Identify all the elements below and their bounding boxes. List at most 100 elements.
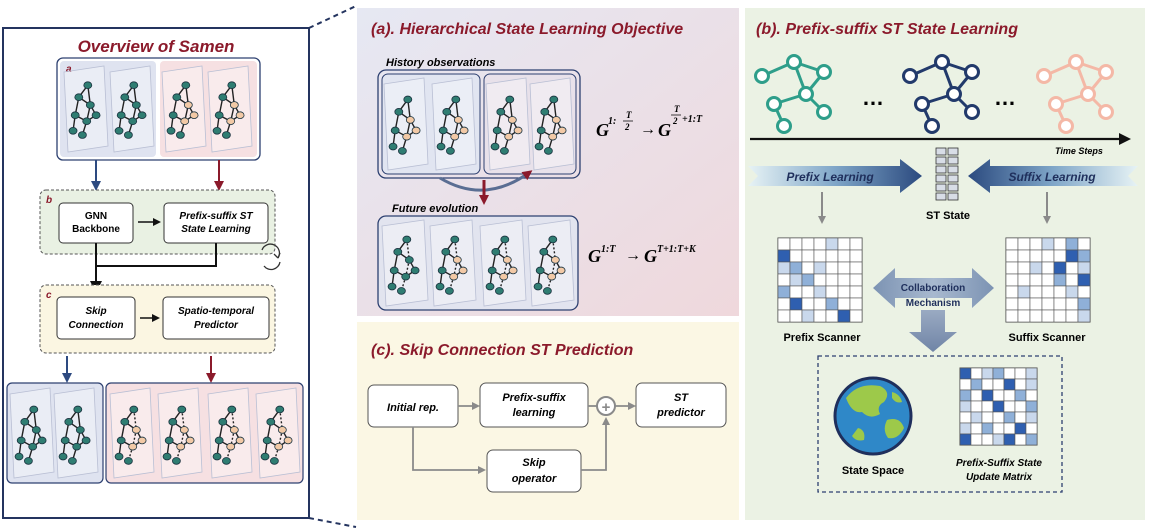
svg-text:T: T — [626, 110, 632, 120]
svg-text:G: G — [596, 120, 609, 140]
graph-frame — [207, 387, 253, 479]
section-a-label: a — [66, 64, 72, 75]
graph-frame — [9, 387, 55, 479]
graph-glyph — [212, 405, 245, 465]
st-predictor-c-line2: predictor — [656, 407, 705, 419]
graph-frame — [485, 77, 531, 171]
update-matrix-icon — [959, 367, 1038, 446]
update-matrix-line1: Prefix-Suffix State — [956, 458, 1042, 469]
st-predictor-box — [162, 296, 270, 340]
future-label: Future evolution — [392, 203, 478, 215]
skip-operator-line1: Skip — [522, 457, 546, 469]
svg-text:→: → — [640, 121, 656, 138]
suffix-scanner-matrix — [1005, 237, 1091, 323]
zoom-connector-top — [308, 5, 357, 29]
suffix-scanner-label: Suffix Scanner — [1008, 332, 1086, 344]
skip-path-in — [412, 427, 486, 474]
graph-glyph — [436, 95, 469, 155]
update-matrix-line2: Update Matrix — [966, 472, 1033, 483]
graph-glyph — [166, 81, 199, 139]
st-predictor-c-line1: ST — [674, 392, 689, 404]
panel-a-title: (a). Hierarchical State Learning Objecti… — [371, 21, 683, 38]
graph-frame — [255, 387, 301, 479]
graph-glyph — [114, 81, 147, 139]
svg-text:2: 2 — [672, 116, 678, 126]
skip-operator-line2: operator — [512, 473, 557, 485]
graph-frame — [431, 77, 477, 171]
graph-glyph — [114, 405, 147, 465]
graph-glyph — [435, 235, 468, 295]
graph-frame — [157, 387, 203, 479]
formula-history-split: G 1: T 2 → G T 2 +1:T — [596, 104, 703, 140]
merge-line-b — [95, 243, 217, 267]
svg-text:G: G — [588, 246, 601, 266]
down-arrow-to-state — [909, 310, 957, 352]
graph-glyph — [58, 405, 91, 465]
state-space-label: State Space — [842, 465, 904, 477]
suffix-learning-arrow — [968, 159, 1138, 193]
gnn-backbone-line2: Backbone — [72, 224, 120, 235]
skip-path-out — [581, 417, 610, 471]
svg-text:2: 2 — [624, 122, 630, 132]
graph-frame — [529, 77, 575, 171]
state-update-box — [817, 355, 1063, 493]
time-step-graph — [1036, 54, 1114, 134]
graph-frame — [53, 387, 99, 479]
svg-text:G: G — [644, 246, 657, 266]
panel-c-title: (c). Skip Connection ST Prediction — [371, 342, 633, 359]
prefix-suffix-learning-box — [479, 382, 589, 428]
graph-glyph — [534, 95, 567, 155]
section-c-label: c — [46, 290, 52, 301]
gnn-backbone-box — [58, 202, 134, 244]
graph-glyph — [485, 235, 518, 295]
time-steps-label: Time Steps — [1055, 146, 1103, 156]
svg-text:→: → — [625, 247, 641, 264]
plus-symbol: + — [602, 399, 611, 416]
globe-icon — [833, 376, 913, 456]
graph-frame — [161, 65, 207, 153]
graph-glyph — [14, 405, 47, 465]
prefix-scanner-label: Prefix Scanner — [783, 332, 861, 344]
future-outer-box — [377, 215, 579, 311]
prefix-learning-label: Prefix Learning — [786, 170, 874, 184]
graph-glyph — [533, 235, 566, 295]
graph-glyph — [212, 81, 245, 139]
prefix-suffix-line1: Prefix-suffix ST — [179, 211, 253, 222]
collaboration-line1: Collaboration — [901, 283, 965, 294]
gnn-backbone-line1: GNN — [85, 211, 107, 222]
svg-text:T: T — [674, 104, 680, 114]
prefix-suffix-learning-line1: Prefix-suffix — [502, 392, 566, 404]
history-outer-box — [377, 69, 581, 179]
suffix-learning-label: Suffix Learning — [1008, 170, 1096, 184]
graph-frame — [429, 219, 477, 307]
graph-glyph — [388, 95, 421, 155]
prefix-learning-arrow — [748, 159, 922, 193]
zoom-connector-bottom — [308, 517, 357, 528]
time-step-graphs — [754, 54, 1114, 134]
ellipsis-2: … — [994, 85, 1016, 110]
graph-glyph — [387, 235, 420, 295]
graph-frame — [381, 219, 429, 307]
graph-frame — [527, 219, 575, 307]
graph-frame — [109, 65, 155, 153]
ellipsis-1: … — [862, 85, 884, 110]
skip-connection-box — [56, 296, 136, 340]
st-predictor-c-box — [635, 382, 727, 428]
collaboration-line2: Mechanism — [906, 298, 961, 309]
history-graphs — [383, 77, 575, 171]
graph-frame — [479, 219, 527, 307]
graph-glyph — [68, 81, 101, 139]
svg-text:T+1:T+K: T+1:T+K — [657, 244, 697, 255]
time-step-graph — [754, 54, 832, 134]
st-state-icon — [935, 147, 959, 201]
st-predictor-line2: Predictor — [194, 320, 239, 331]
overview-title: Overview of Samen — [78, 37, 235, 56]
graph-frame — [63, 65, 109, 153]
overview-input-graphs — [63, 65, 253, 153]
graph-frame — [109, 387, 155, 479]
graph-glyph — [490, 95, 523, 155]
overview-output-graphs — [9, 387, 301, 479]
svg-text:1:T: 1:T — [601, 244, 616, 255]
collaboration-arrow — [873, 268, 994, 308]
